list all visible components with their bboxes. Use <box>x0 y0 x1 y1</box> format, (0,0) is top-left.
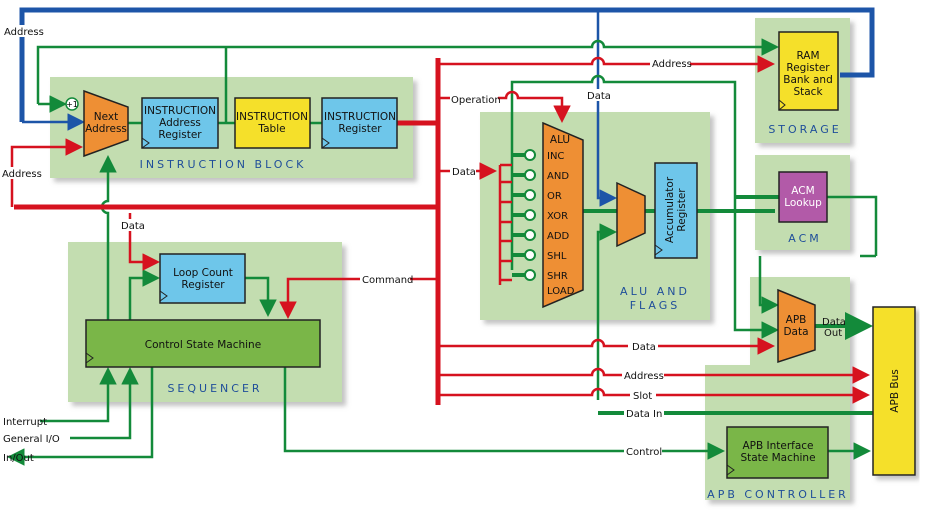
svg-text:Register: Register <box>338 123 382 135</box>
svg-text:Address: Address <box>159 117 201 129</box>
apb-data-mux: APB Data <box>777 288 816 364</box>
svg-text:Bank and: Bank and <box>783 74 832 86</box>
svg-text:INC: INC <box>547 151 564 162</box>
instruction-register: INSTRUCTION Register <box>321 97 398 149</box>
accumulator-mux <box>616 181 646 248</box>
svg-text:Register: Register <box>676 188 688 232</box>
svg-text:ACM: ACM <box>791 185 814 197</box>
svg-text:General I/O: General I/O <box>3 434 60 445</box>
svg-text:SHL: SHL <box>547 251 567 262</box>
svg-text:Register: Register <box>181 279 225 291</box>
svg-text:Loop Count: Loop Count <box>173 267 233 279</box>
svg-text:INSTRUCTION: INSTRUCTION <box>236 111 308 123</box>
alu-operand-inputs <box>500 149 536 282</box>
apb-interface-state-machine: APB Interface State Machine <box>726 426 829 479</box>
svg-text:INSTRUCTION: INSTRUCTION <box>324 111 396 123</box>
sequencer-title: SEQUENCER <box>167 382 262 395</box>
svg-text:Address: Address <box>2 169 42 180</box>
svg-text:INSTRUCTION: INSTRUCTION <box>144 105 216 117</box>
svg-text:Accumulator: Accumulator <box>664 176 676 243</box>
svg-text:Data: Data <box>121 221 145 232</box>
ram-register-bank: RAM Register Bank and Stack <box>778 31 839 111</box>
svg-text:APB Interface: APB Interface <box>742 440 813 452</box>
svg-text:Data: Data <box>452 167 476 178</box>
loop-count-register: Loop Count Register <box>159 253 246 304</box>
apb-controller-title: APB CONTROLLER <box>707 488 849 501</box>
instruction-table: INSTRUCTION Table <box>234 97 311 149</box>
plus-one-incrementer: +1 <box>65 97 79 111</box>
svg-text:ADD: ADD <box>547 231 570 242</box>
address-bus-blue <box>19 7 875 122</box>
svg-text:Address: Address <box>85 123 127 135</box>
svg-text:Next: Next <box>94 111 118 123</box>
svg-text:APB: APB <box>786 314 807 326</box>
alu: ALU INC AND OR XOR ADD SHL SHR LOAD <box>542 121 584 309</box>
svg-text:Lookup: Lookup <box>784 197 822 209</box>
svg-text:+1: +1 <box>66 100 78 109</box>
svg-text:Data: Data <box>822 317 846 328</box>
storage-title: STORAGE <box>768 123 841 136</box>
svg-text:Stack: Stack <box>793 86 823 98</box>
control-state-machine: Control State Machine <box>85 319 321 368</box>
svg-text:ALU: ALU <box>550 134 570 146</box>
svg-text:State Machine: State Machine <box>740 452 815 464</box>
acm-title: ACM <box>788 232 822 245</box>
svg-text:Address: Address <box>4 27 44 38</box>
svg-text:SHR: SHR <box>547 271 568 282</box>
svg-text:Address: Address <box>652 59 692 70</box>
svg-text:Out: Out <box>824 328 842 339</box>
apb-bus: APB Bus <box>872 306 916 476</box>
svg-text:Slot: Slot <box>633 391 652 402</box>
svg-text:LOAD: LOAD <box>547 286 575 297</box>
svg-text:Control: Control <box>626 447 662 458</box>
svg-text:In/Out: In/Out <box>3 453 34 464</box>
svg-text:Command: Command <box>362 275 413 286</box>
svg-text:Interrupt: Interrupt <box>3 417 47 428</box>
svg-text:Data In: Data In <box>626 409 662 420</box>
accumulator-register: Accumulator Register <box>654 162 698 259</box>
svg-text:Table: Table <box>257 123 285 135</box>
svg-text:Register: Register <box>786 62 830 74</box>
svg-text:Address: Address <box>624 371 664 382</box>
svg-text:APB Bus: APB Bus <box>889 369 901 412</box>
svg-text:Data: Data <box>632 342 656 353</box>
alu-title-1: ALU AND <box>620 285 690 298</box>
next-address-mux: Next Address <box>83 89 129 158</box>
signal-labels: Address Address Data Address Data Operat… <box>0 25 846 464</box>
svg-text:Data: Data <box>587 91 611 102</box>
instruction-address-register: INSTRUCTION Address Register <box>141 97 219 149</box>
alu-title-2: FLAGS <box>630 299 681 312</box>
acm-lookup: ACM Lookup <box>778 171 828 223</box>
svg-text:Control State Machine: Control State Machine <box>145 339 261 351</box>
svg-text:OR: OR <box>547 191 562 202</box>
svg-text:RAM: RAM <box>796 50 819 62</box>
svg-text:Register: Register <box>158 129 202 141</box>
svg-text:XOR: XOR <box>547 211 568 222</box>
svg-text:Data: Data <box>783 326 808 338</box>
svg-text:AND: AND <box>547 171 569 182</box>
instruction-block-title: INSTRUCTION BLOCK <box>140 158 307 171</box>
svg-text:Operation: Operation <box>451 95 501 106</box>
